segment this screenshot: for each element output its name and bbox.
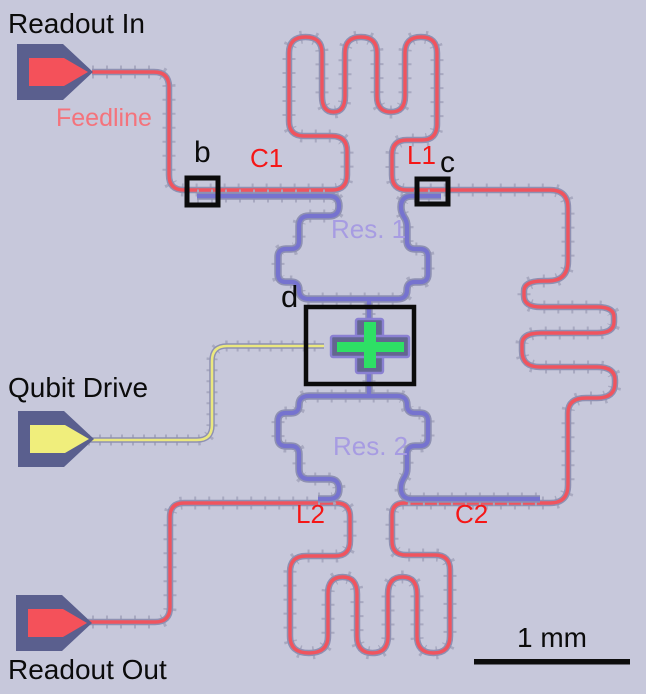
feedline-label: Feedline — [56, 104, 152, 132]
qubit-pocket — [329, 317, 411, 375]
inset-b-label: b — [194, 136, 211, 169]
inset-box-c — [414, 176, 451, 207]
readout-out-label: Readout Out — [8, 654, 167, 685]
resonator-1-label: Res. 1 — [331, 214, 407, 244]
inset-box-d — [303, 304, 417, 387]
coupler-l1-label: L1 — [407, 140, 436, 170]
qubit-drive-trace — [88, 340, 324, 446]
qubit-drive-label: Qubit Drive — [8, 372, 149, 403]
inset-box-b — [184, 175, 221, 208]
feedline-trace — [88, 30, 622, 660]
coupler-l2-label: L2 — [296, 499, 325, 529]
coupler-c1-label: C1 — [250, 143, 284, 173]
resonator-2-label: Res. 2 — [333, 431, 409, 461]
qubit-cross-vertical — [364, 322, 376, 368]
qubit-drive-pad — [18, 411, 94, 467]
readout-in-pad — [17, 44, 93, 100]
scale-bar — [474, 659, 630, 665]
scale-bar-label: 1 mm — [517, 622, 587, 653]
inset-c-label: c — [440, 146, 455, 179]
coupler-c2-label: C2 — [455, 499, 489, 529]
readout-in-label: Readout In — [8, 8, 145, 39]
readout-out-pad — [16, 595, 92, 651]
resonator-2-trace — [271, 370, 540, 506]
inset-d-label: d — [281, 279, 299, 314]
